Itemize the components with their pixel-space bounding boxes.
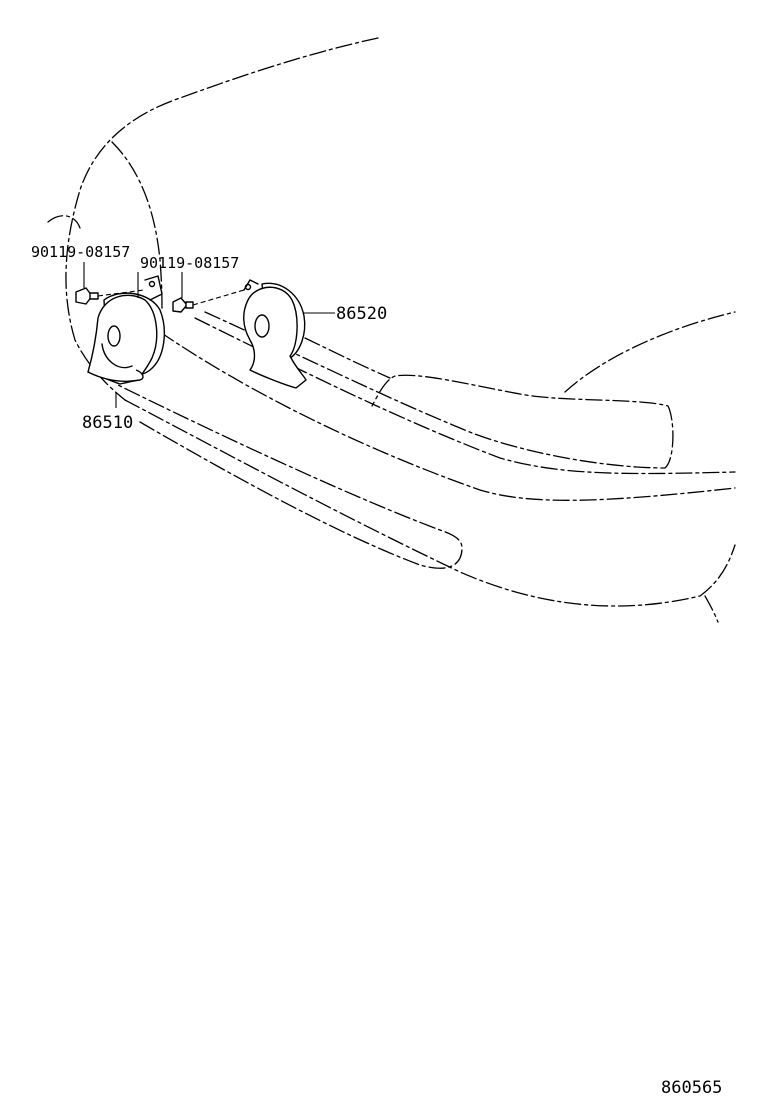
horn-high-86520	[243, 279, 307, 389]
bolt-left-90119-08157	[75, 287, 145, 305]
label-horn-86510: 86510	[82, 413, 133, 433]
leader-lines	[83, 262, 335, 408]
label-bolt-left: 90119-08157	[31, 243, 130, 261]
vehicle-body-phantom-outline	[47, 37, 736, 623]
bolt-right-90119-08157	[172, 289, 245, 313]
label-bolt-right: 90119-08157	[140, 254, 239, 272]
label-horn-86520: 86520	[336, 304, 387, 324]
figure-code: 860565	[661, 1078, 722, 1098]
